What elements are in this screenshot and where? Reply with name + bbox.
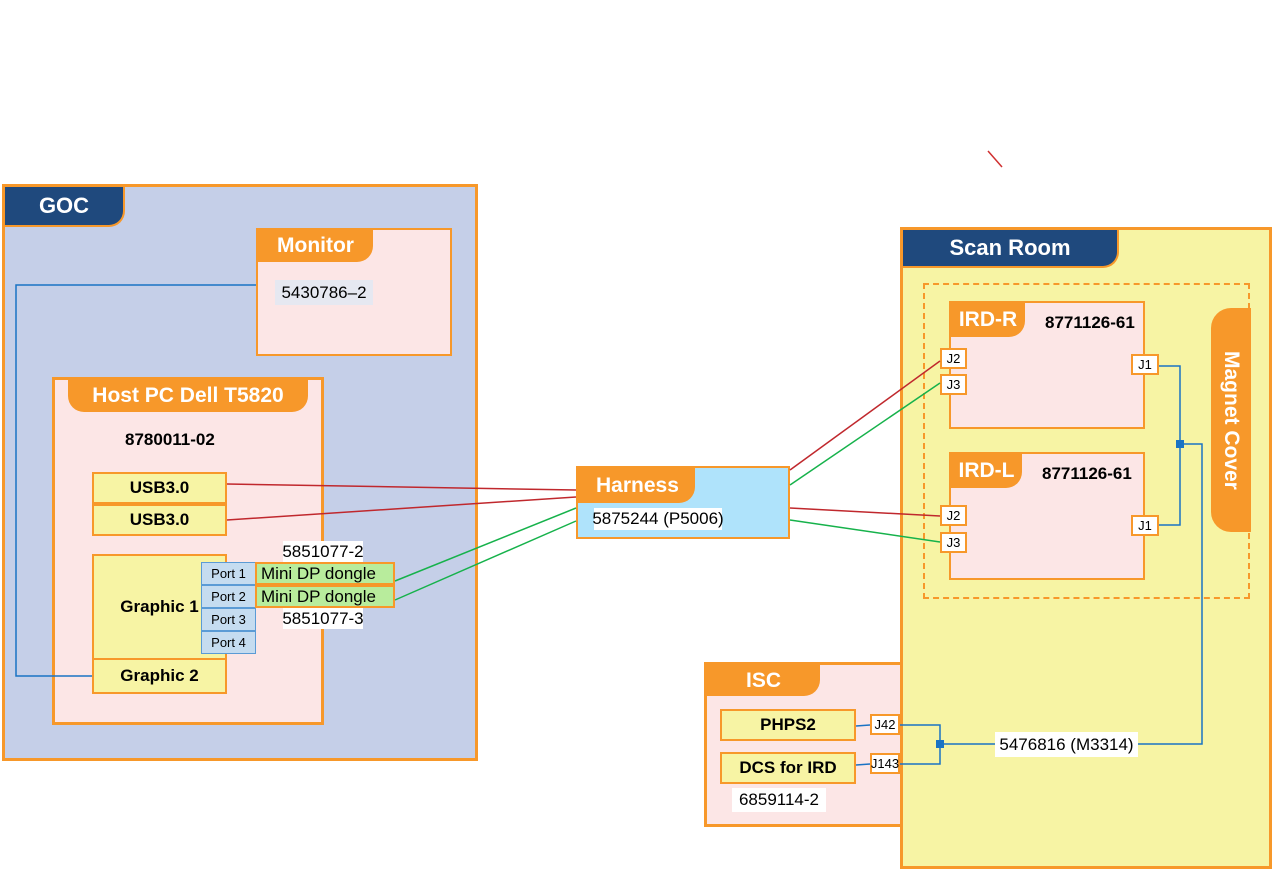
dongle-1-part-number: 5851077-2 xyxy=(282,541,364,562)
isc-title-text: ISC xyxy=(745,668,781,692)
usb-cable-2 xyxy=(226,496,577,521)
harness-ird-l-usb xyxy=(789,507,941,517)
ird-l-part-number: 8771126-61 xyxy=(1042,464,1132,483)
magnet-cover-text: Magnet Cover xyxy=(1220,350,1243,490)
harness-part-number: 5875244 (P5006) xyxy=(592,508,724,530)
magnet-cover xyxy=(1211,308,1251,532)
usb-port-2[interactable]: USB3.0 xyxy=(92,504,227,536)
isc-connector-j143[interactable]: J143 xyxy=(870,753,900,774)
ird-r-title-text: IRD-R xyxy=(958,308,1018,331)
ird-l-connector-j2[interactable]: J2 xyxy=(940,505,967,526)
harness-ird-r-usb xyxy=(789,360,941,471)
isc-title: ISC xyxy=(707,665,820,696)
scan-room-cable-label: 5476816 (M3314) xyxy=(995,732,1138,757)
ird-l-connector-j1[interactable]: J1 xyxy=(1131,515,1159,536)
ird-r-connector-j3[interactable]: J3 xyxy=(940,374,967,395)
isc-j42-cable xyxy=(900,724,941,765)
ird-r-title: IRD-R xyxy=(951,303,1025,337)
monitor-part-number: 5430786–2 xyxy=(275,280,373,305)
host-pc-part-number: 8780011-02 xyxy=(125,430,215,449)
monitor-title: Monitor xyxy=(258,230,373,262)
monitor-title-text: Monitor xyxy=(277,234,354,257)
ird-r-connector-j2[interactable]: J2 xyxy=(940,348,967,369)
phps2-box[interactable]: PHPS2 xyxy=(720,709,856,741)
isc-junction xyxy=(936,740,944,748)
host-pc-title-text: Host PC Dell T5820 xyxy=(92,384,284,407)
graphic-port-3[interactable]: Port 3 xyxy=(201,608,256,631)
host-pc-title: Host PC Dell T5820 xyxy=(68,380,308,412)
harness-ird-r-dp xyxy=(789,382,941,486)
magnet-cover-label: Magnet Cover xyxy=(1211,308,1251,532)
ird-l-connector-j3[interactable]: J3 xyxy=(940,532,967,553)
dp-cable-1 xyxy=(394,507,577,582)
graphic-port-4[interactable]: Port 4 xyxy=(201,631,256,654)
ird-trunk-cable xyxy=(1138,443,1203,745)
usb-cable-1 xyxy=(226,483,577,491)
harness-ird-l-dp xyxy=(789,519,941,543)
harness-title-text: Harness xyxy=(596,473,679,497)
graphic-2-card[interactable]: Graphic 2 xyxy=(92,658,227,694)
ird-r-connector-j1[interactable]: J1 xyxy=(1131,354,1159,375)
scan-room-title-text: Scan Room xyxy=(949,235,1071,260)
graphic-port-2[interactable]: Port 2 xyxy=(201,585,256,608)
dongle-2-part-number: 5851077-3 xyxy=(282,608,364,629)
goc-title: GOC xyxy=(5,187,125,227)
monitor-cable xyxy=(15,284,256,677)
mini-dp-dongle-1[interactable]: Mini DP dongle xyxy=(255,562,395,585)
mini-dp-dongle-2[interactable]: Mini DP dongle xyxy=(255,585,395,608)
graphic-port-1[interactable]: Port 1 xyxy=(201,562,256,585)
ird-r-part-number: 8771126-61 xyxy=(1045,313,1135,332)
ird-l-title-text: IRD-L xyxy=(958,459,1015,482)
stray-mark xyxy=(987,150,1003,168)
dcs-for-ird-box[interactable]: DCS for IRD xyxy=(720,752,856,784)
ird-l-title: IRD-L xyxy=(951,454,1022,488)
goc-title-text: GOC xyxy=(38,193,90,218)
isc-connector-j42[interactable]: J42 xyxy=(870,714,900,735)
ird-l-box[interactable] xyxy=(949,452,1145,580)
ird-junction xyxy=(1176,440,1184,448)
phps2-cable xyxy=(855,724,871,727)
isc-part-number: 6859114-2 xyxy=(732,788,826,812)
scan-room-title: Scan Room xyxy=(903,230,1119,268)
dcs-cable xyxy=(855,763,871,766)
usb-port-1[interactable]: USB3.0 xyxy=(92,472,227,504)
dp-cable-2 xyxy=(394,520,577,601)
harness-title: Harness xyxy=(578,468,695,503)
